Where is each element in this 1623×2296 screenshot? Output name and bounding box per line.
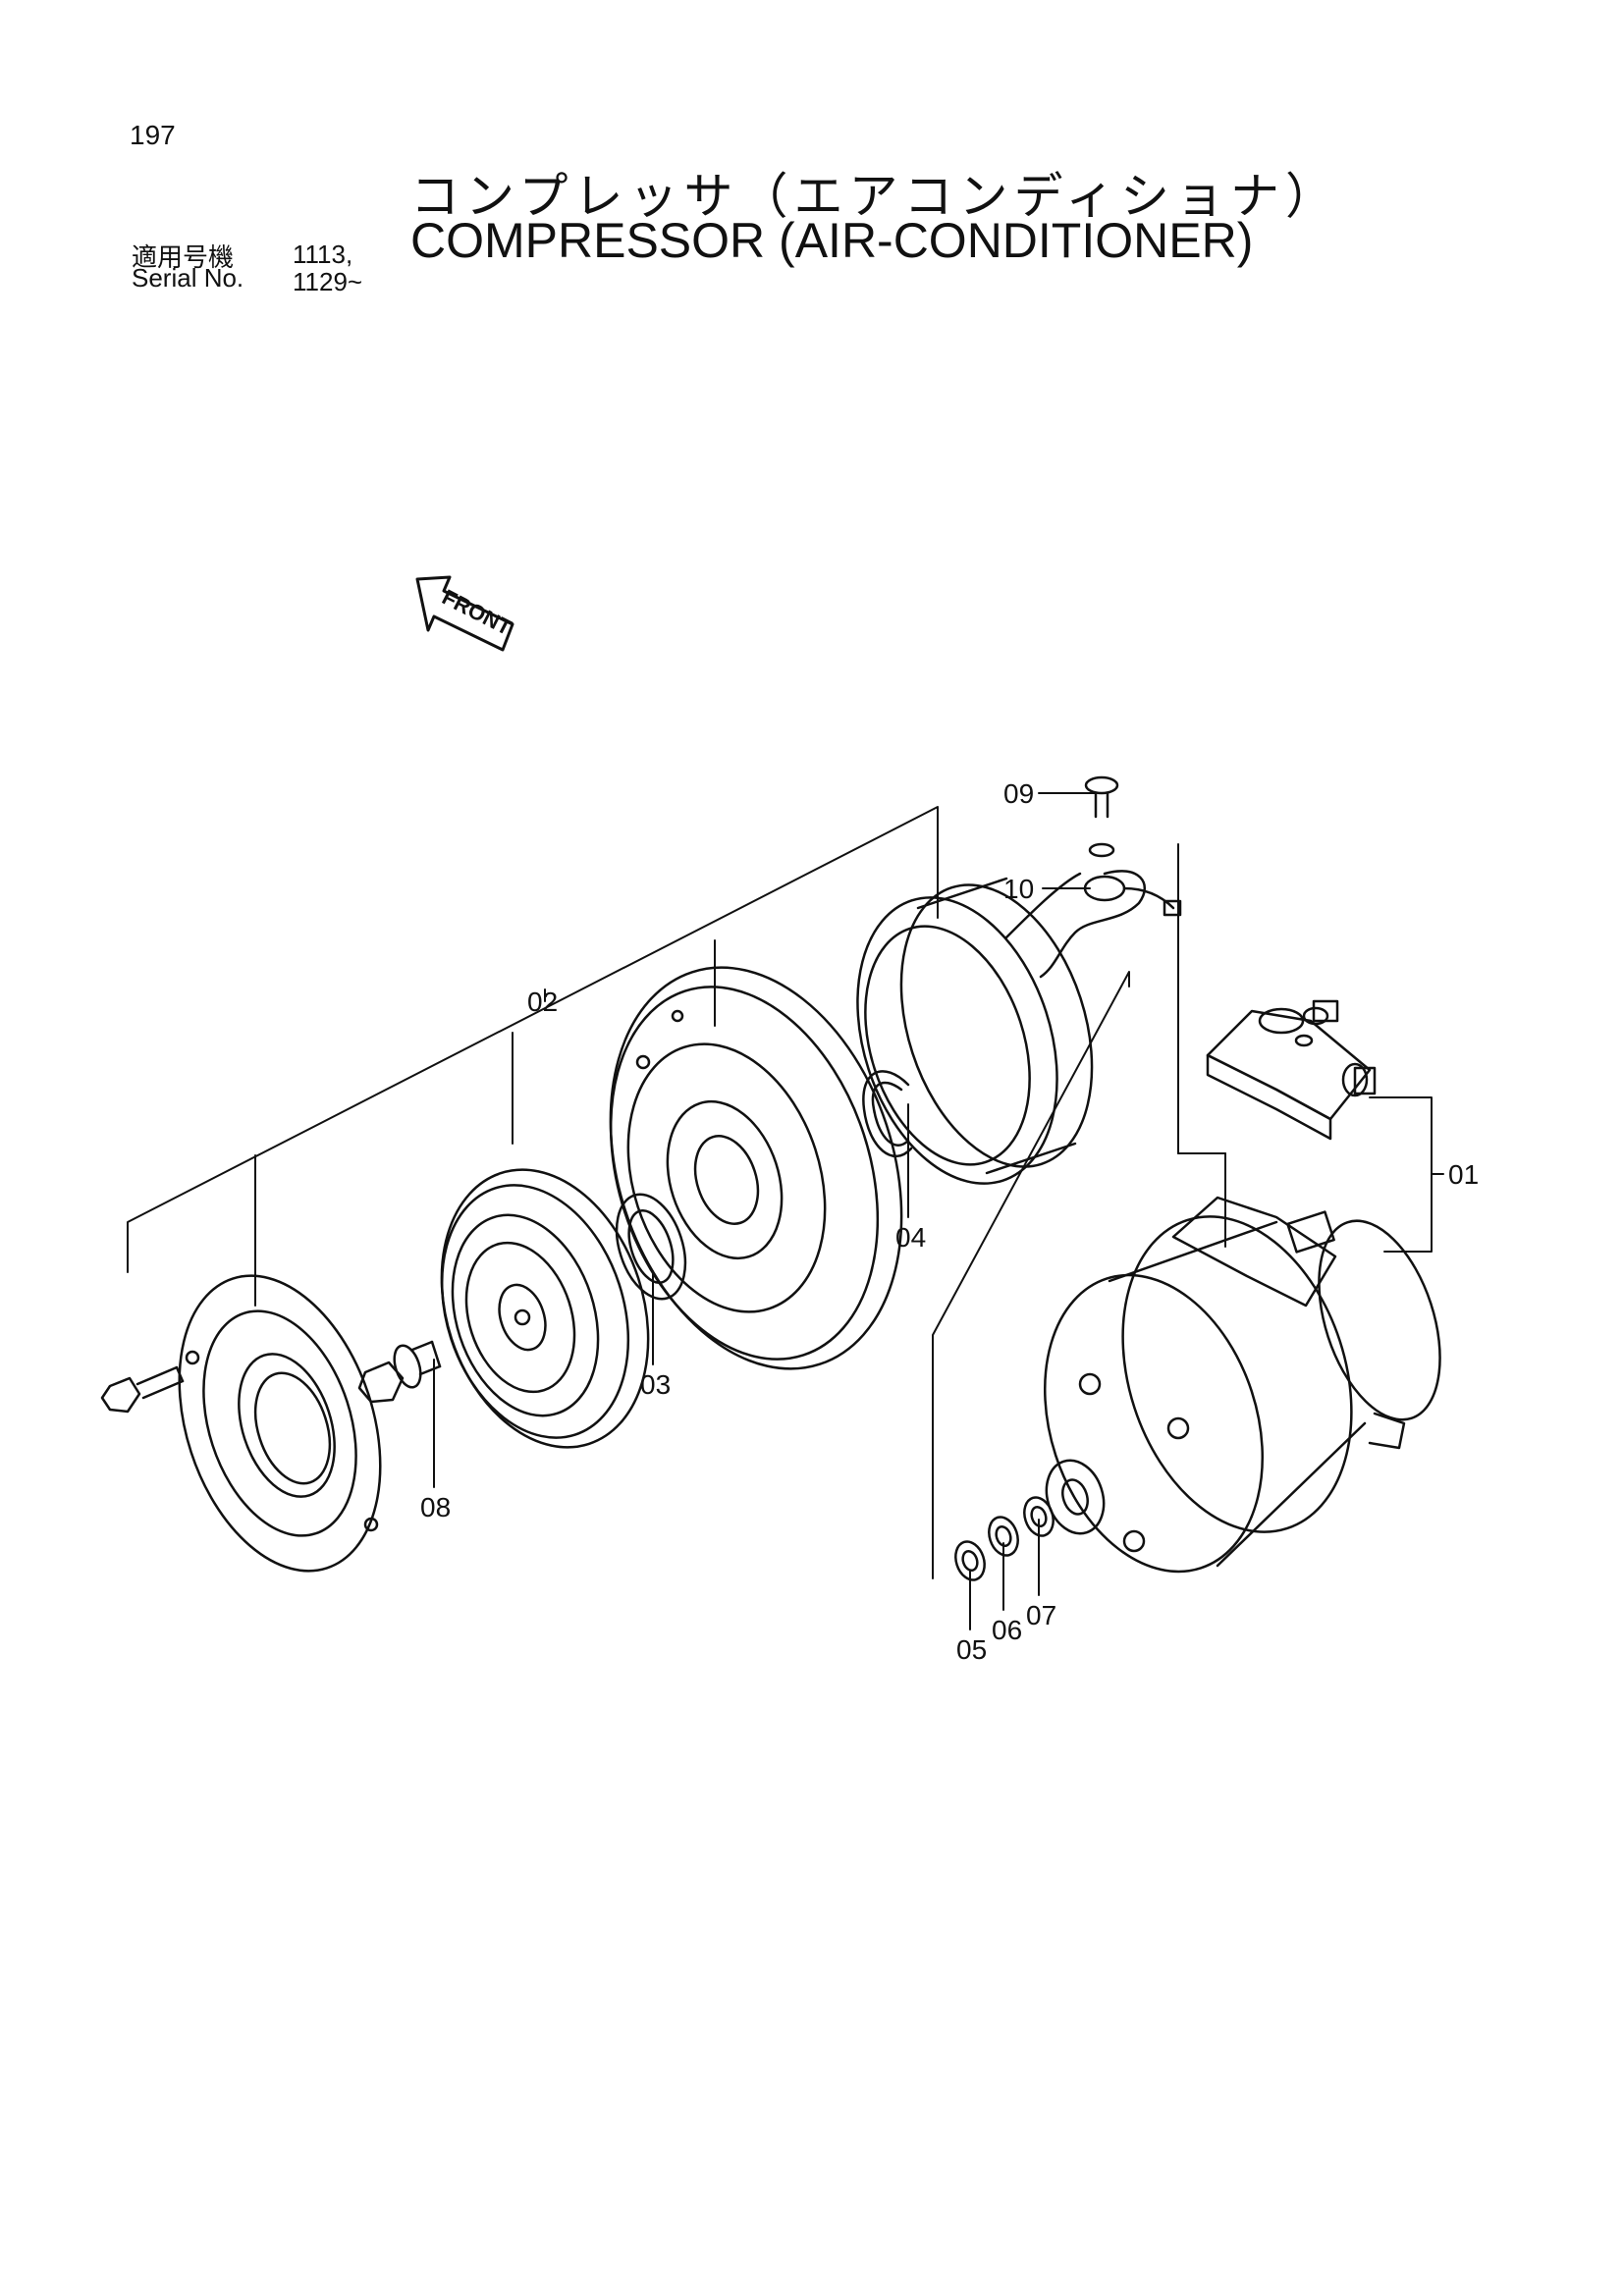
callout-09: 09 [1003, 778, 1034, 809]
callout-01: 01 [1448, 1159, 1479, 1190]
leader-lines [127, 792, 1444, 1630]
serial-label-japanese: 適用号機 [132, 243, 235, 273]
washer-05 [954, 1540, 986, 1581]
serial-value-japanese: 1113, [293, 240, 353, 269]
field-coil [856, 872, 1094, 1185]
callout-05: 05 [956, 1634, 987, 1665]
washer-06 [988, 1516, 1019, 1557]
callout-04: 04 [895, 1222, 926, 1253]
valve-block-01 [1206, 999, 1377, 1141]
page-title-japanese: コンプレッサ（エアコンディショナ） [410, 168, 1340, 225]
snap-ring-04 [862, 1070, 913, 1157]
rotor-pulley [609, 966, 903, 1370]
callout-03: 03 [640, 1369, 671, 1400]
page-number: 197 [130, 120, 176, 150]
page-title: COMPRESSOR (AIR-CONDITIONER) [410, 213, 1254, 268]
cover-plate [178, 1274, 382, 1573]
front-arrow-icon: FRONT [415, 575, 516, 652]
callout-02: 02 [527, 987, 558, 1017]
callout-10: 10 [1003, 874, 1034, 904]
armature-hub [440, 1168, 650, 1449]
callout-06: 06 [992, 1615, 1022, 1645]
washer-07 [1023, 1496, 1055, 1537]
front-label: FRONT [438, 584, 515, 640]
compressor-body [1043, 1196, 1441, 1574]
serial-label: Serial No. [132, 263, 244, 293]
serial-value: 1129~ [293, 267, 363, 296]
callout-07: 07 [1026, 1600, 1056, 1630]
bolt-08 [357, 1340, 442, 1404]
callout-08: 08 [420, 1492, 451, 1522]
bolt-left [100, 1365, 185, 1414]
lead-wire-10 [1039, 870, 1182, 979]
spacer-03 [615, 1193, 687, 1301]
screw-09 [1084, 775, 1119, 858]
